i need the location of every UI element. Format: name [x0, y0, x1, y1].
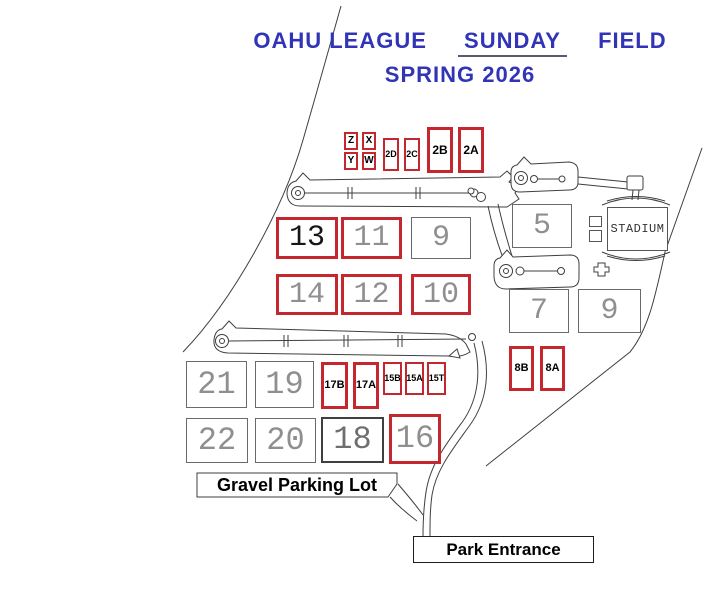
field-box-22: 22 — [186, 418, 248, 463]
field-box-17b: 17B — [321, 362, 348, 409]
road-2 — [493, 249, 580, 290]
stadium-annex-box-1 — [589, 216, 602, 227]
field-box-10: 10 — [411, 274, 471, 315]
field-box-2a: 2A — [458, 127, 484, 173]
field-box-z: Z — [344, 132, 358, 150]
access-road — [389, 340, 487, 538]
field-box-9: 9 — [411, 217, 471, 259]
field-box-16: 16 — [389, 414, 441, 464]
field-box-12: 12 — [341, 274, 402, 315]
park-entrance-box: Park Entrance — [413, 536, 594, 563]
field-box-9: 9 — [578, 289, 641, 333]
plus-marker — [593, 262, 610, 277]
gravel-parking-outline — [196, 472, 398, 498]
field-box-w: W — [362, 152, 376, 170]
stadium-gate-rect — [626, 175, 644, 191]
road-1 — [286, 170, 520, 208]
field-box-15b: 15B — [383, 362, 402, 395]
field-box-19: 19 — [255, 361, 314, 408]
field-box-8a: 8A — [540, 346, 565, 391]
field-box-21: 21 — [186, 361, 247, 408]
field-box-8b: 8B — [509, 346, 534, 391]
gravel-parking-lot-label: Gravel Parking Lot — [216, 474, 378, 495]
title-line-2: SPRING 2026 — [384, 62, 536, 87]
junction-road — [467, 187, 513, 259]
right-boundary-path — [485, 147, 703, 467]
title-prefix: OAHU LEAGUE — [253, 28, 427, 53]
field-box-17a: 17A — [353, 362, 379, 409]
field-box-2c: 2C — [404, 138, 420, 171]
field-box-15t: 15T — [427, 362, 446, 395]
road-3 — [213, 320, 476, 359]
field-box-11: 11 — [341, 217, 402, 259]
field-box-x: X — [362, 132, 376, 150]
stadium-arcs — [601, 196, 671, 261]
field-box-15a: 15A — [405, 362, 424, 395]
road-4 — [510, 156, 644, 201]
field-box-14: 14 — [276, 274, 338, 315]
title-line-1: OAHU LEAGUE SUNDAY FIELD — [180, 28, 725, 57]
page-title: OAHU LEAGUE SUNDAY FIELD SPRING 2026 — [180, 28, 725, 88]
title-underlined-word: SUNDAY — [458, 28, 567, 57]
field-box-18: 18 — [321, 417, 384, 463]
field-box-13: 13 — [276, 217, 338, 259]
field-box-20: 20 — [255, 418, 316, 463]
title-suffix: FIELD — [598, 28, 667, 53]
field-box-y: Y — [344, 152, 358, 170]
field-box-7: 7 — [509, 289, 569, 333]
left-boundary-path — [182, 5, 342, 353]
stadium-box: STADIUM — [607, 207, 668, 251]
field-box-2d: 2D — [383, 138, 399, 171]
field-box-2b: 2B — [427, 127, 453, 173]
field-box-5: 5 — [512, 204, 572, 248]
stadium-annex-box-2 — [589, 230, 602, 242]
